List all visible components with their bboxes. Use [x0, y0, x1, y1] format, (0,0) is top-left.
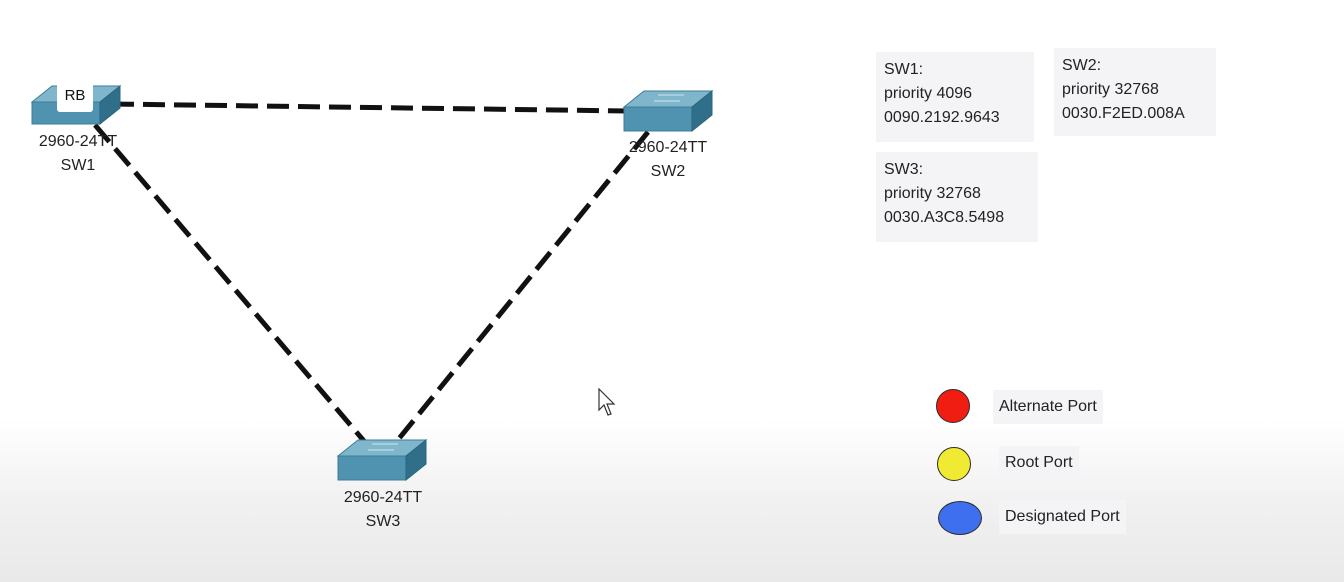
- sw2-model: 2960-24TT: [628, 139, 708, 156]
- sw3-info-mac: 0030.A3C8.5498: [884, 209, 1005, 226]
- designated-port-dot: [938, 501, 982, 535]
- link-sw2-sw3[interactable]: [395, 130, 650, 443]
- sw2-info-priority: priority 32768: [1062, 81, 1159, 98]
- sw1-model: 2960-24TT: [38, 133, 118, 150]
- designated-port-label: Designated Port: [999, 500, 1126, 534]
- sw3-info-title: SW3:: [884, 161, 924, 178]
- sw2-info-title: SW2:: [1062, 57, 1102, 74]
- sw1-label: 2960-24TT SW1: [13, 130, 143, 178]
- root-bridge-badge: RB: [57, 80, 93, 112]
- mouse-cursor-icon: [598, 388, 616, 416]
- sw3-name: SW3: [365, 513, 401, 530]
- sw3-info-priority: priority 32768: [884, 185, 981, 202]
- sw3-label: 2960-24TT SW3: [318, 486, 448, 534]
- sw1-info-box: SW1: priority 4096 0090.2192.9643: [876, 52, 1034, 142]
- sw3-info-box: SW3: priority 32768 0030.A3C8.5498: [876, 152, 1038, 242]
- sw1-info-priority: priority 4096: [884, 85, 973, 102]
- switch-sw2-icon[interactable]: [620, 89, 716, 135]
- sw2-info-mac: 0030.F2ED.008A: [1062, 105, 1185, 122]
- root-port-dot: [937, 447, 971, 481]
- sw2-name: SW2: [650, 163, 686, 180]
- alternate-port-label: Alternate Port: [993, 390, 1103, 424]
- link-sw1-sw3[interactable]: [93, 123, 366, 443]
- alternate-port-dot: [936, 389, 970, 423]
- sw2-info-box: SW2: priority 32768 0030.F2ED.008A: [1054, 48, 1216, 136]
- link-sw1-sw2[interactable]: [111, 101, 629, 114]
- root-port-label: Root Port: [999, 446, 1079, 480]
- switch-sw3-icon[interactable]: [334, 438, 430, 484]
- sw1-name: SW1: [60, 157, 96, 174]
- sw3-model: 2960-24TT: [343, 489, 423, 506]
- sw1-info-title: SW1:: [884, 61, 924, 78]
- sw2-label: 2960-24TT SW2: [603, 136, 733, 184]
- sw1-info-mac: 0090.2192.9643: [884, 109, 1000, 126]
